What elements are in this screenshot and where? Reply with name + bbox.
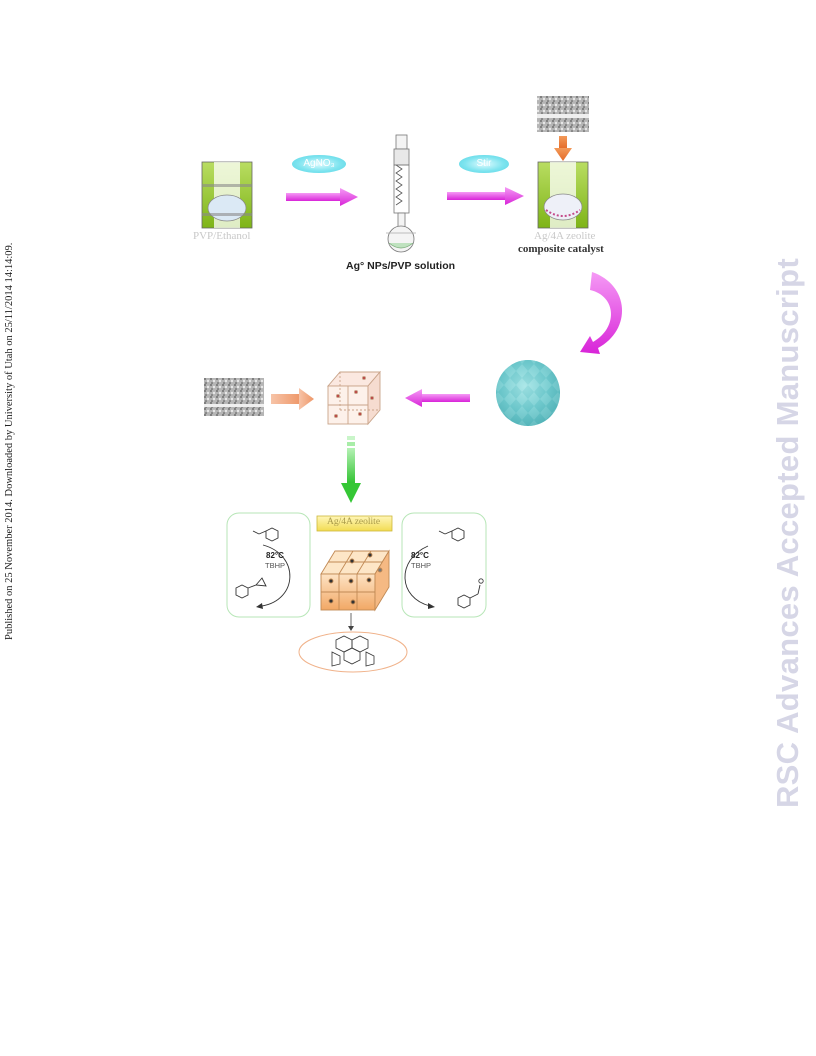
composite-catalyst-label: composite catalyst	[518, 243, 604, 255]
right-temperature-label: 82°C	[411, 551, 429, 560]
agno3-pill: AgNO₃	[292, 155, 346, 173]
tem-image-left-icon	[204, 378, 264, 416]
right-reaction-panel	[401, 512, 487, 618]
tem-image-icon	[537, 96, 589, 132]
catalyst-title-text: Ag/4A zeolite	[327, 517, 381, 527]
arrow-step1-icon	[286, 188, 358, 206]
catalyst-title-box	[316, 515, 393, 532]
arrow-left-magenta-icon	[405, 389, 470, 407]
zeolite-block-icon	[320, 549, 390, 612]
zeolite-cube-icon	[327, 370, 381, 426]
arrow-step2-icon	[447, 187, 524, 205]
left-oxidant-label: TBHP	[265, 561, 286, 570]
zeolite-framework-icon	[298, 631, 408, 673]
ag-zeolite-label: Ag/4A zeolite	[534, 230, 596, 242]
ag-nps-solution-label: Ag° NPs/PVP solution	[346, 260, 456, 272]
zeolite-crystal-icon	[496, 360, 560, 426]
arrow-down-green-icon	[341, 436, 361, 503]
pvp-ethanol-flask-icon	[201, 161, 253, 229]
composite-flask-icon	[537, 161, 589, 229]
reflux-condenser-icon	[386, 134, 416, 253]
stir-pill: Stir	[459, 155, 509, 173]
curved-arrow-icon	[580, 272, 623, 354]
left-temperature-label: 82°C	[266, 551, 284, 560]
pvp-ethanol-label: PVP/Ethanol	[193, 230, 251, 242]
arrow-to-framework-icon	[348, 613, 354, 631]
arrow-right-orange-icon	[271, 388, 314, 410]
arrow-down-orange-icon	[554, 136, 572, 161]
right-oxidant-label: TBHP	[411, 561, 432, 570]
left-reaction-panel	[226, 512, 311, 618]
